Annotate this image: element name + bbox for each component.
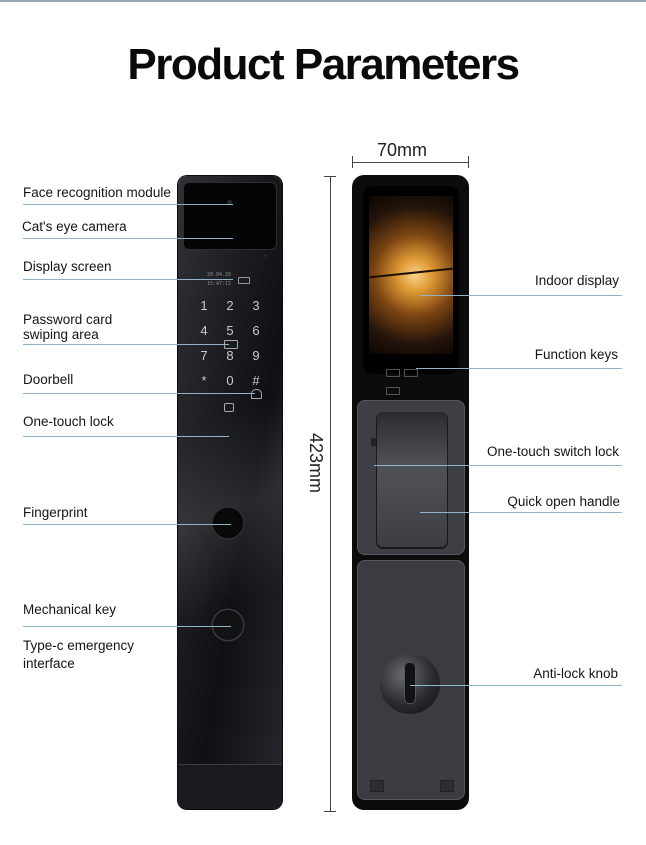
function-keys[interactable] <box>386 364 434 395</box>
label-anti-lock-knob: Anti-lock knob <box>533 666 618 681</box>
quick-open-handle[interactable] <box>377 412 447 547</box>
keypad-key-hash[interactable]: # <box>252 373 260 388</box>
mini-screen-time: 15:47:15 <box>207 281 232 287</box>
keypad-key-7[interactable]: 7 <box>200 348 208 363</box>
switch-lock-button[interactable] <box>371 438 376 446</box>
height-dimension-label: 423mm <box>306 433 326 494</box>
label-mechanical-key: Mechanical key <box>23 602 117 617</box>
leader-indoor-display <box>420 295 622 296</box>
leader-cats-eye-camera <box>23 238 233 239</box>
height-dimension-line <box>330 176 331 812</box>
keypad-key-5[interactable]: 5 <box>226 323 234 338</box>
keypad-key-3[interactable]: 3 <box>252 298 260 313</box>
keypad-key-2[interactable]: 2 <box>226 298 234 313</box>
height-dimension-tick-top <box>324 176 336 177</box>
label-fingerprint: Fingerprint <box>23 505 88 520</box>
width-dimension-label: 70mm <box>377 140 428 160</box>
width-dimension-tick-right <box>468 156 469 168</box>
keypad-key-6[interactable]: 6 <box>252 323 260 338</box>
leader-mechanical-key <box>23 626 231 627</box>
leader-one-touch-lock <box>23 436 229 437</box>
label-password-card: Password card swiping area <box>23 312 113 342</box>
fingerprint-sensor[interactable] <box>213 508 243 538</box>
mechanical-key-cover[interactable] <box>213 610 243 640</box>
mini-screen-date: 20.04.26 <box>207 272 232 278</box>
front-panel-foot <box>178 764 282 809</box>
leader-face-recognition <box>23 204 233 205</box>
leader-fingerprint <box>23 524 231 525</box>
camera-module <box>183 182 277 250</box>
keypad-key-1[interactable]: 1 <box>200 298 208 313</box>
keypad-key-8[interactable]: 8 <box>226 348 234 363</box>
knob-grip <box>404 662 416 704</box>
label-one-touch-switch-lock: One-touch switch lock <box>486 444 619 459</box>
keypad-key-0[interactable]: 0 <box>226 373 234 388</box>
label-function-keys: Function keys <box>534 347 618 362</box>
label-type-c: Type-c emergency interface <box>23 638 135 671</box>
height-dimension-tick-bottom <box>324 811 336 812</box>
front-panel <box>178 176 282 809</box>
label-one-touch-lock: One-touch lock <box>23 414 114 429</box>
keypad-key-4[interactable]: 4 <box>200 323 208 338</box>
camera-lens-icon <box>227 200 232 205</box>
leader-one-touch-switch-lock <box>374 465 622 466</box>
lock-icon <box>224 403 234 412</box>
foot-tab-right <box>440 780 454 792</box>
top-divider <box>0 0 646 2</box>
foot-tab-left <box>370 780 384 792</box>
bell-icon <box>251 389 262 399</box>
indoor-display-screen <box>363 186 459 374</box>
page-title: Product Parameters <box>127 40 520 89</box>
width-dimension-line <box>352 162 469 163</box>
label-quick-open-handle: Quick open handle <box>507 494 620 509</box>
width-dimension-tick-left <box>352 156 353 168</box>
label-indoor-display: Indoor display <box>534 273 619 288</box>
leader-display-screen <box>23 279 233 280</box>
leader-doorbell <box>23 393 255 394</box>
keypad-key-star[interactable]: * <box>201 373 207 388</box>
label-doorbell: Doorbell <box>23 372 74 387</box>
leader-anti-lock-knob <box>410 685 622 686</box>
leader-password-card <box>23 344 229 345</box>
keypad-key-9[interactable]: 9 <box>252 348 260 363</box>
leader-function-keys <box>416 368 622 369</box>
camera-sensor-icon <box>264 254 267 257</box>
label-face-recognition: Face recognition module <box>23 185 171 200</box>
front-panel-gloss <box>178 296 282 716</box>
label-cats-eye-camera: Cat's eye camera <box>22 219 127 234</box>
leader-quick-open-handle <box>420 512 622 513</box>
mini-screen-battery-icon <box>238 277 250 284</box>
label-display-screen: Display screen <box>23 259 112 274</box>
